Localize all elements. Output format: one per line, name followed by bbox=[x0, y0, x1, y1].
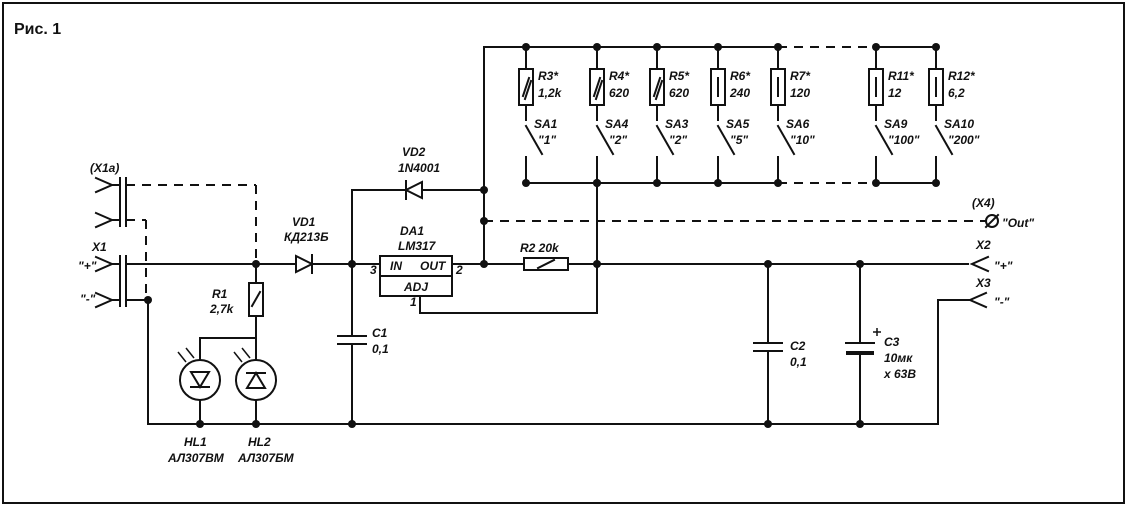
vd1-label: VD1 bbox=[292, 215, 316, 229]
connector-x3 bbox=[967, 291, 988, 309]
x3-minus-label: "-" bbox=[994, 295, 1010, 309]
c1-value: 0,1 bbox=[372, 342, 389, 356]
bank-resistor-value: 120 bbox=[790, 86, 810, 100]
da1-pin-1: 1 bbox=[410, 295, 417, 309]
figure-title: Рис. 1 bbox=[14, 21, 61, 38]
bank-switch-value: "200" bbox=[948, 133, 980, 147]
hl2-label: HL2 bbox=[248, 435, 271, 449]
da1-type: LM317 bbox=[398, 239, 437, 253]
da1-label: DA1 bbox=[400, 224, 424, 238]
bank-resistor-name: R5* bbox=[669, 69, 690, 83]
x4-out-label: "Out" bbox=[1002, 216, 1034, 230]
bank-switch-value: "2" bbox=[669, 133, 687, 147]
da1-in-pin: IN bbox=[390, 259, 402, 273]
hl2-type: АЛ307БМ bbox=[237, 451, 295, 465]
bank-resistor-name: R12* bbox=[948, 69, 976, 83]
c2-label: C2 bbox=[790, 339, 806, 353]
connector-x4 bbox=[984, 213, 1000, 229]
hl1-label: HL1 bbox=[184, 435, 207, 449]
bank-switch-name: SA10 bbox=[944, 117, 974, 131]
connector-x2 bbox=[969, 255, 990, 273]
x1-minus-label: "-" bbox=[80, 292, 96, 306]
c3-value: 10мк bbox=[884, 351, 913, 365]
bank-switch bbox=[934, 124, 954, 156]
bank-switch-name: SA1 bbox=[534, 117, 558, 131]
bank-resistor-value: 6,2 bbox=[948, 86, 965, 100]
da1-pin-2: 2 bbox=[455, 263, 463, 277]
c1-label: C1 bbox=[372, 326, 388, 340]
c3-voltage: x 63В bbox=[883, 367, 916, 381]
c3-label: C3 bbox=[884, 335, 900, 349]
bank-switch bbox=[776, 124, 796, 156]
bank-switch bbox=[524, 124, 544, 156]
vd1-type: КД213Б bbox=[284, 230, 329, 244]
da1-pin-3: 3 bbox=[370, 263, 377, 277]
x3-label: X3 bbox=[975, 276, 991, 290]
bank-resistor-name: R11* bbox=[888, 69, 915, 83]
bank-switch bbox=[874, 124, 894, 156]
bank-switch-name: SA4 bbox=[605, 117, 629, 131]
diode-vd2 bbox=[403, 180, 423, 200]
hl1-type: АЛ307ВМ bbox=[167, 451, 225, 465]
resistor-r2 bbox=[523, 257, 569, 271]
vd2-label: VD2 bbox=[402, 145, 426, 159]
x1-plus-label: "+" bbox=[78, 259, 97, 273]
r1-label: R1 bbox=[212, 287, 228, 301]
bank-resistor-name: R4* bbox=[609, 69, 630, 83]
capacitor-c1 bbox=[337, 335, 367, 345]
bank-resistor-name: R7* bbox=[790, 69, 811, 83]
bank-switch bbox=[595, 124, 615, 156]
bank-switch-name: SA9 bbox=[884, 117, 908, 131]
bank-resistor-value: 240 bbox=[729, 86, 750, 100]
led-hl2 bbox=[233, 347, 277, 401]
connector-x1a bbox=[94, 176, 257, 300]
capacitor-c2 bbox=[753, 342, 783, 352]
bank-resistor-name: R3* bbox=[538, 69, 559, 83]
bank-resistor-name: R6* bbox=[730, 69, 751, 83]
bank-switch-value: "1" bbox=[538, 133, 556, 147]
bank-switch-name: SA5 bbox=[726, 117, 750, 131]
c2-value: 0,1 bbox=[790, 355, 807, 369]
bank-resistor-value: 620 bbox=[669, 86, 689, 100]
x2-label: X2 bbox=[975, 238, 991, 252]
bank-resistor-value: 12 bbox=[888, 86, 902, 100]
bank-switch-value: "2" bbox=[609, 133, 627, 147]
bank-switch-value: "100" bbox=[888, 133, 920, 147]
regulator-da1 bbox=[379, 255, 453, 297]
bank-switch-name: SA6 bbox=[786, 117, 810, 131]
x1a-label: (X1a) bbox=[90, 161, 119, 175]
bank-resistor-value: 620 bbox=[609, 86, 629, 100]
x2-plus-label: "+" bbox=[994, 259, 1013, 273]
vd2-type: 1N4001 bbox=[398, 161, 440, 175]
resistor-r1 bbox=[248, 282, 264, 317]
bank-switch bbox=[716, 124, 736, 156]
diode-vd1 bbox=[295, 254, 315, 274]
r1-value: 2,7k bbox=[209, 302, 235, 316]
bank-switch bbox=[655, 124, 675, 156]
bank-switch-name: SA3 bbox=[665, 117, 689, 131]
da1-out-pin: OUT bbox=[420, 259, 447, 273]
r2-label: R2 20k bbox=[520, 241, 560, 255]
bank-resistor-value: 1,2k bbox=[538, 86, 563, 100]
da1-adj-pin: ADJ bbox=[403, 280, 428, 294]
bank-switch-value: "10" bbox=[790, 133, 815, 147]
x1-label: X1 bbox=[91, 240, 107, 254]
junction-dots bbox=[144, 179, 864, 428]
x4-label: (X4) bbox=[972, 196, 995, 210]
bank-switch-value: "5" bbox=[730, 133, 748, 147]
capacitor-c3 bbox=[845, 328, 881, 355]
